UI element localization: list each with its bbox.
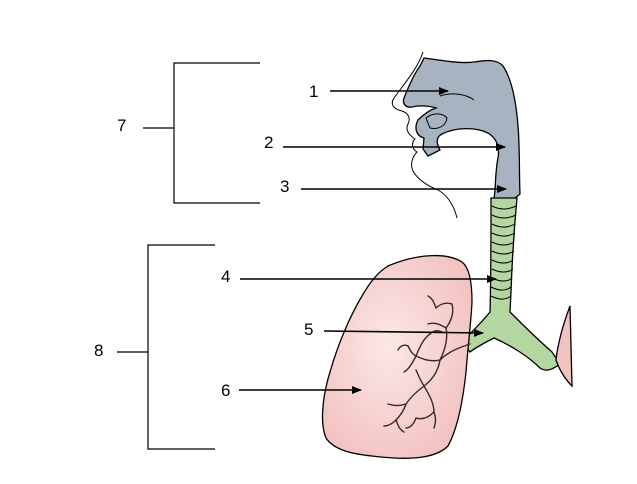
label-4: 4	[221, 267, 230, 286]
lung	[321, 254, 473, 459]
bracket-lower	[117, 244, 215, 450]
label-1: 1	[309, 82, 318, 101]
arrow-5	[323, 328, 484, 337]
label-7: 7	[117, 116, 126, 135]
upper-airway	[402, 57, 521, 200]
label-3: 3	[280, 177, 289, 196]
label-2: 2	[264, 133, 273, 152]
oral-cavity	[425, 113, 448, 129]
nasal-turbinate	[439, 93, 475, 101]
lung-right-fragment	[555, 305, 573, 388]
bronchial-tree	[383, 295, 471, 433]
trachea	[461, 197, 561, 371]
bracket-upper	[143, 62, 260, 204]
face-profile	[391, 51, 458, 219]
label-8: 8	[94, 341, 103, 360]
label-5: 5	[304, 320, 313, 339]
label-6: 6	[221, 381, 230, 400]
